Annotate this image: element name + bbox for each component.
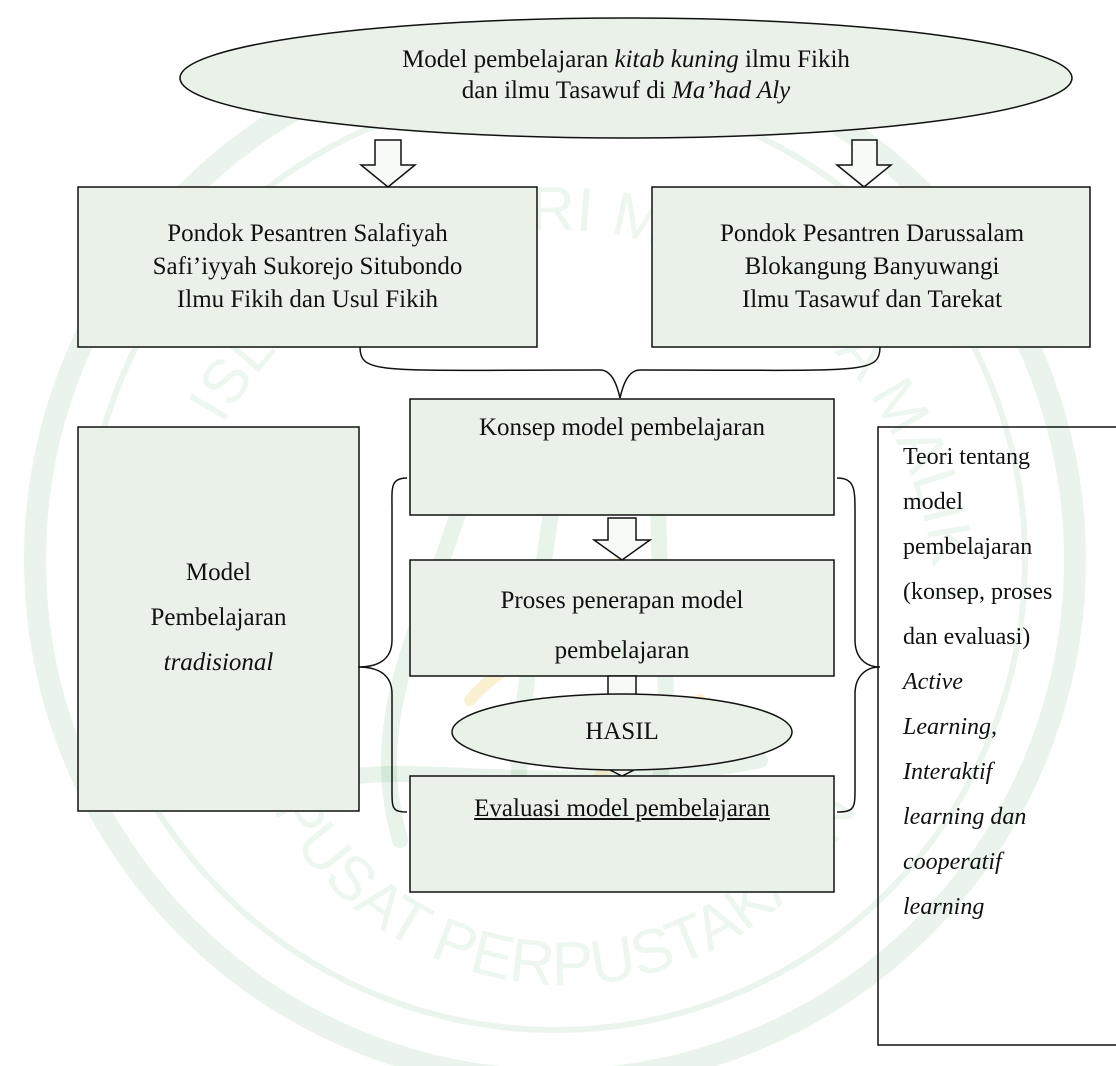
evaluasi-text: Evaluasi model pembelajaran — [474, 795, 770, 822]
proses-text: Proses penerapan model pembelajaran — [410, 576, 834, 676]
left-source-line-2: Safi’iyyah Sukorejo Situbondo — [152, 253, 463, 280]
theory-italic-line-3: Interaktif — [903, 759, 993, 785]
top-title-italic-mahad: Ma’had Aly — [672, 77, 791, 104]
theory-box-frame — [877, 426, 1116, 1046]
hasil-text: HASIL — [585, 718, 659, 745]
top-title: Model pembelajaran kitab kuning ilmu Fik… — [186, 44, 1066, 106]
right-source-line-3: Ilmu Tasawuf dan Tarekat — [741, 286, 1003, 313]
theory-line-1: Teori tentang — [903, 444, 1030, 470]
left-brace — [357, 477, 408, 813]
theory-text: Teori tentang model pembelajaran (konsep… — [903, 435, 1113, 930]
arrow-top-left — [358, 139, 418, 188]
theory-line-4: (konsep, proses — [903, 579, 1053, 605]
theory-italic-line-1: Active — [903, 669, 963, 695]
traditional-text: Model Pembelajaran tradisional — [78, 550, 359, 685]
top-title-italic-kitab: kitab kuning — [614, 46, 739, 73]
source-brace — [359, 346, 881, 399]
top-title-suffix: ilmu Fikih — [738, 46, 850, 73]
theory-line-2: model — [903, 489, 963, 515]
theory-line-3: pembelajaran — [903, 534, 1033, 560]
top-title-line2: dan ilmu Tasawuf di — [461, 77, 672, 104]
proses-box — [409, 559, 835, 677]
traditional-line-3: tradisional — [163, 649, 274, 676]
traditional-line-2: Pembelajaran — [150, 604, 287, 631]
right-source-line-1: Pondok Pesantren Darussalam — [719, 220, 1025, 247]
evaluasi-box — [409, 775, 835, 893]
left-source-line-3: Ilmu Fikih dan Usul Fikih — [176, 286, 439, 313]
arrow-top-right — [834, 139, 894, 188]
top-ellipse — [179, 17, 1073, 139]
hasil-ellipse — [451, 693, 793, 771]
traditional-box — [77, 426, 360, 812]
right-source-text: Pondok Pesantren Darussalam Blokangung B… — [652, 217, 1092, 316]
left-source-text: Pondok Pesantren Salafiyah Safi’iyyah Su… — [78, 217, 537, 316]
theory-italic-line-4: learning dan — [903, 804, 1027, 830]
theory-italic-line-6: learning — [903, 894, 985, 920]
left-source-box — [77, 186, 538, 348]
arrow-konsep-proses — [591, 517, 653, 561]
theory-italic-line-5: cooperatif — [903, 849, 1002, 875]
proses-line-2: pembelajaran — [554, 637, 690, 664]
proses-line-1: Proses penerapan model — [500, 587, 744, 614]
right-source-box — [651, 186, 1091, 348]
left-source-line-1: Pondok Pesantren Salafiyah — [167, 220, 448, 247]
konsep-text: Konsep model pembelajaran — [478, 414, 765, 441]
konsep-box — [409, 398, 835, 516]
top-title-prefix: Model pembelajaran — [402, 46, 615, 73]
traditional-line-1: Model — [185, 559, 252, 586]
theory-italic-line-2: Learning, — [903, 714, 998, 740]
theory-line-5: dan evaluasi) — [903, 624, 1031, 650]
right-source-line-2: Blokangung Banyuwangi — [744, 253, 1000, 280]
right-brace — [836, 477, 881, 813]
